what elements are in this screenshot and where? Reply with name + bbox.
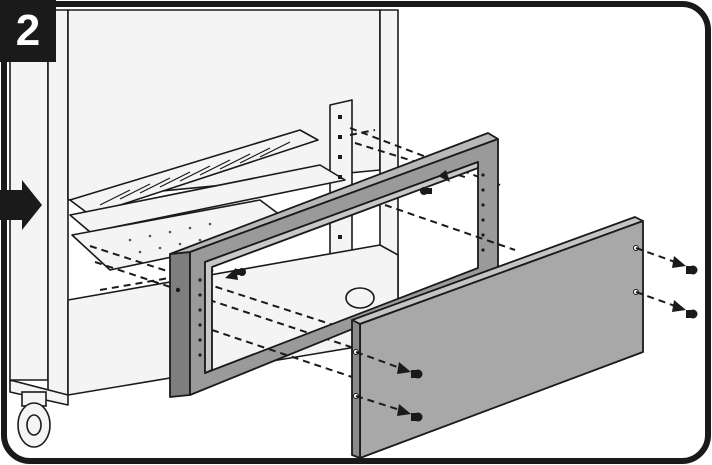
screw-icon: [411, 369, 423, 379]
guide-lines-front: [349, 129, 676, 411]
screw-icon: [686, 265, 698, 275]
screws: [235, 187, 698, 422]
direction-arrow-icon: [0, 180, 42, 230]
frame-inner-lip: [204, 161, 479, 374]
frame-mounting-holes: [175, 173, 485, 357]
arrowheads: [225, 170, 686, 416]
arrowhead-icon: [438, 170, 450, 182]
step-number-badge: 2: [0, 0, 56, 62]
frame-side-depth: [169, 251, 191, 398]
upper-shelf: [69, 129, 319, 216]
arrowhead-icon: [225, 268, 238, 280]
panel-left-edge: [351, 319, 361, 459]
screw-icon: [411, 412, 423, 422]
rack-front-post: [47, 9, 69, 396]
guide-lines-middle: [211, 204, 516, 379]
arrowhead-icon: [672, 300, 686, 312]
tray-perforation: [128, 222, 222, 254]
lower-shelf: [69, 164, 346, 233]
screw-icon: [420, 187, 432, 195]
arrowhead-icon: [672, 256, 686, 268]
caster-wheel-icon: [17, 287, 375, 448]
arrowhead-icon: [397, 362, 411, 374]
screw-icon: [235, 268, 246, 276]
shelf-vent-slats: [99, 141, 291, 206]
mounting-frame: [169, 132, 499, 398]
arrowhead-icon: [397, 404, 411, 416]
blank-panel: [351, 216, 644, 459]
screw-icon: [686, 309, 698, 319]
rack-lower-body: [67, 244, 399, 396]
